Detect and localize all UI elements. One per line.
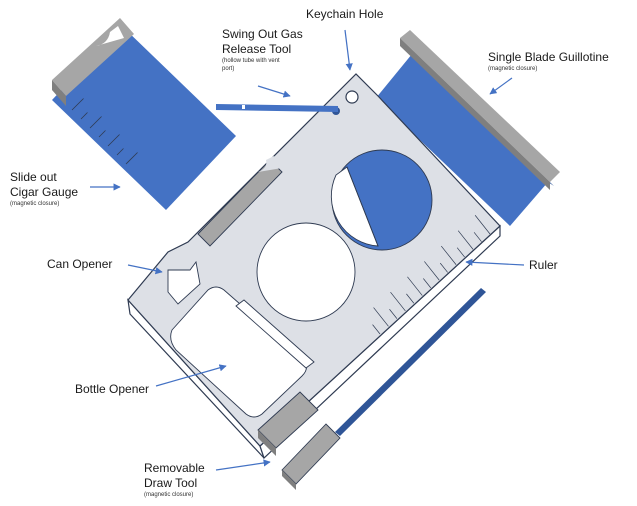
arrow-guillotine [490, 78, 512, 94]
large-hole [257, 223, 355, 321]
label-draw-note: (magnetic closure) [144, 491, 205, 499]
label-cigar-note: (magnetic closure) [10, 200, 78, 208]
label-can-title: Can Opener [47, 257, 112, 272]
label-keychain-hole: Keychain Hole [306, 7, 383, 22]
label-draw-tool: Removable Draw Tool (magnetic closure) [144, 461, 205, 499]
gas-release-tube [216, 104, 338, 112]
label-guillotine: Single Blade Guillotine (magnetic closur… [488, 50, 609, 73]
label-can-opener: Can Opener [47, 257, 112, 272]
label-bottle-title: Bottle Opener [75, 382, 149, 397]
label-gas-title-1: Swing Out Gas [222, 27, 303, 42]
label-cigar-gauge: Slide out Cigar Gauge (magnetic closure) [10, 170, 78, 208]
label-cigar-title-1: Slide out [10, 170, 78, 185]
label-draw-title-1: Removable [144, 461, 205, 476]
arrow-draw [216, 462, 270, 470]
label-ruler-title: Ruler [529, 258, 558, 273]
cigar-gauge [52, 26, 236, 210]
label-gas-note-1: (hollow tube with vent [222, 57, 303, 65]
label-ruler: Ruler [529, 258, 558, 273]
keychain-hole [346, 91, 358, 103]
label-guillotine-note: (magnetic closure) [488, 65, 609, 73]
arrow-ruler [466, 262, 524, 265]
gas-release-vent [242, 105, 245, 109]
label-guillotine-title: Single Blade Guillotine [488, 50, 609, 65]
arrow-keychain [345, 30, 350, 70]
label-gas-release-tool: Swing Out Gas Release Tool (hollow tube … [222, 27, 303, 73]
label-gas-title-2: Release Tool [222, 42, 303, 57]
label-bottle-opener: Bottle Opener [75, 382, 149, 397]
label-gas-note-2: port) [222, 65, 303, 73]
label-draw-title-2: Draw Tool [144, 476, 205, 491]
arrow-gas [258, 86, 290, 96]
label-cigar-title-2: Cigar Gauge [10, 185, 78, 200]
label-keychain-title: Keychain Hole [306, 7, 383, 22]
